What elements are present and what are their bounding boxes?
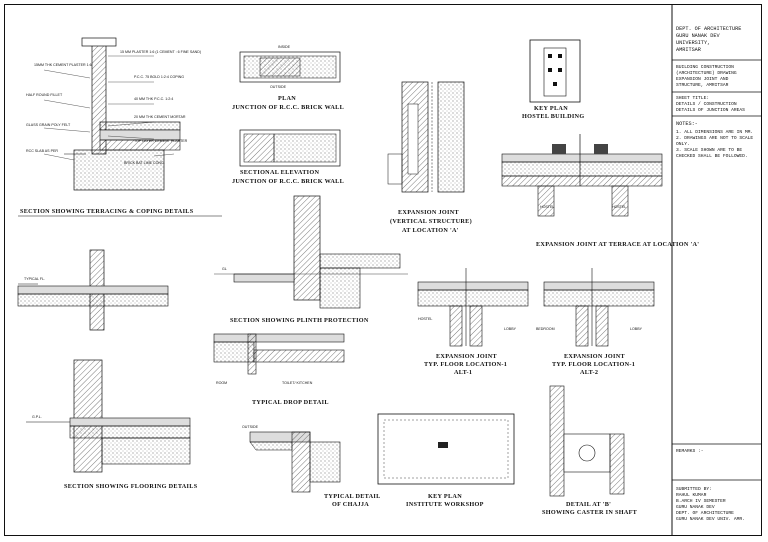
title-block: DEPT. OF ARCHITECTURE GURU NANAK DEV UNI… <box>672 26 762 522</box>
drawing-sheet: 15 MM PLASTER 1:6 (1 CEMENT : 6 FINE SAN… <box>4 4 762 536</box>
svg-text:TYPICAL FL.: TYPICAL FL. <box>24 277 45 281</box>
svg-text:15MM THK CEMENT PLASTER 1:6: 15MM THK CEMENT PLASTER 1:6 <box>34 63 92 67</box>
drawing-canvas: 15 MM PLASTER 1:6 (1 CEMENT : 6 FINE SAN… <box>4 4 762 536</box>
typical-drop-detail: ROOM TOILET/ KITCHEN TYPICAL DROP DETAIL <box>213 333 345 406</box>
svg-text:STRUCTURE, AMRITSAR: STRUCTURE, AMRITSAR <box>676 82 729 88</box>
tb-subject: BUILDING CONSTRUCTION <box>676 64 734 70</box>
svg-text:OUTSIDE: OUTSIDE <box>270 85 287 89</box>
tb-dept: DEPT. OF ARCHITECTURE <box>676 26 741 32</box>
caption-rcc-junction: JUNCTION OF R.C.C. BRICK WALL <box>232 104 344 111</box>
caption-key-plan-workshop: KEY PLAN <box>428 493 462 500</box>
svg-text:OF CHAJJA: OF CHAJJA <box>332 501 369 508</box>
terracing-detail: 15 MM PLASTER 1:6 (1 CEMENT : 6 FINE SAN… <box>18 37 222 217</box>
svg-text:40 MM THK P.C.C. 1:2:4: 40 MM THK P.C.C. 1:2:4 <box>134 97 173 101</box>
svg-text:P.C.C. 75 BOLD 1:2:4 COPING: P.C.C. 75 BOLD 1:2:4 COPING <box>134 75 184 79</box>
svg-text:BEDROOM: BEDROOM <box>536 327 555 331</box>
svg-text:LOBBY: LOBBY <box>630 327 643 331</box>
svg-text:HALF ROUND FILLET: HALF ROUND FILLET <box>26 93 63 97</box>
svg-text:AT LOCATION 'A': AT LOCATION 'A' <box>402 227 459 234</box>
chajja-detail: OUTSIDE TYPICAL DETAIL OF CHAJJA <box>242 425 381 508</box>
svg-text:DETAILS OF JUNCTION AREAS: DETAILS OF JUNCTION AREAS <box>676 107 745 113</box>
svg-text:AMRITSAR: AMRITSAR <box>676 47 701 53</box>
caption-terracing: SECTION SHOWING TERRACING & COPING DETAI… <box>20 208 194 215</box>
svg-text:B.ARCH IV SEMESTER: B.ARCH IV SEMESTER <box>676 498 726 504</box>
svg-text:G.P.L.: G.P.L. <box>32 415 42 419</box>
caption-drop: TYPICAL DROP DETAIL <box>252 399 329 406</box>
svg-text:LOBBY: LOBBY <box>504 327 517 331</box>
flooring-detail: G.P.L. SECTION SHOWING FLOORING DETAILS <box>26 359 198 490</box>
svg-text:(ARCHITECTURE) DRAWING: (ARCHITECTURE) DRAWING <box>676 70 737 76</box>
svg-text:EXPANSION JOINT AND: EXPANSION JOINT AND <box>676 76 729 82</box>
plinth-protection-detail: GL SECTION SHOWING PLINTH PROTECTION <box>214 195 408 324</box>
svg-text:DEPT. OF ARCHITECTURE: DEPT. OF ARCHITECTURE <box>676 510 734 516</box>
svg-text:UNIVERSITY,: UNIVERSITY, <box>676 40 710 46</box>
caption-plinth: SECTION SHOWING PLINTH PROTECTION <box>230 317 369 324</box>
caption-chajja: TYPICAL DETAIL <box>324 493 381 500</box>
caption-flooring: SECTION SHOWING FLOORING DETAILS <box>64 483 198 490</box>
rcc-plan-detail: INSIDE OUTSIDE PLAN JUNCTION OF R.C.C. B… <box>232 45 344 185</box>
tb-note: 1. ALL DIMENSIONS ARE IN MM. <box>676 129 753 135</box>
caption-hostel-building: HOSTEL BUILDING <box>522 113 584 120</box>
exp-joint-floor-alt2: BEDROOM LOBBY EXPANSION JOINT TYP. FLOOR… <box>536 268 655 376</box>
tb-remarks: REMARKS :- <box>676 448 704 454</box>
svg-text:TOILET/ KITCHEN: TOILET/ KITCHEN <box>282 381 313 385</box>
svg-text:RAHUL KUMAR: RAHUL KUMAR <box>676 492 707 498</box>
svg-text:RCC SLAB AS PER: RCC SLAB AS PER <box>26 149 58 153</box>
caption-rcc-junction-2: JUNCTION OF R.C.C. BRICK WALL <box>232 178 344 185</box>
svg-text:TYP. FLOOR LOCATION-1: TYP. FLOOR LOCATION-1 <box>424 361 507 368</box>
svg-text:INSTITUTE WORKSHOP: INSTITUTE WORKSHOP <box>406 501 484 508</box>
svg-text:3. SCALE SHOWN ARE TO BE: 3. SCALE SHOWN ARE TO BE <box>676 147 742 153</box>
caption-detail-b: DETAIL AT 'B' <box>566 501 611 508</box>
svg-text:HOSTEL: HOSTEL <box>540 205 554 209</box>
caption-exp-joint-terrace: EXPANSION JOINT AT TERRACE AT LOCATION '… <box>536 241 699 248</box>
exp-joint-floor-alt1: HOSTEL LOBBY EXPANSION JOINT TYP. FLOOR … <box>417 268 529 376</box>
svg-text:SHOWING CASTER IN SHAFT: SHOWING CASTER IN SHAFT <box>542 509 638 516</box>
svg-text:20 MM THK CEMENT MORTAR: 20 MM THK CEMENT MORTAR <box>134 115 186 119</box>
svg-text:ALT-1: ALT-1 <box>454 369 472 376</box>
tb-notes-heading: NOTES:- <box>676 121 698 127</box>
svg-text:ONLY.: ONLY. <box>676 141 690 147</box>
svg-text:GURU NANAK DEV: GURU NANAK DEV <box>676 504 715 510</box>
caption-exp-joint-a: EXPANSION JOINT <box>398 209 460 216</box>
svg-text:BRICK BAT LIME CONC.: BRICK BAT LIME CONC. <box>124 161 165 165</box>
floor-junction-detail: TYPICAL FL. <box>17 249 169 331</box>
svg-text:TOP LAYER CEMENT PLASTER: TOP LAYER CEMENT PLASTER <box>134 139 188 143</box>
caption-floor-alt1: EXPANSION JOINT <box>436 353 498 360</box>
svg-text:DETAILS / CONSTRUCTION: DETAILS / CONSTRUCTION <box>676 101 737 107</box>
key-plan-hostel: KEY PLAN HOSTEL BUILDING <box>522 39 584 120</box>
svg-text:(VERTICAL STRUCTURE): (VERTICAL STRUCTURE) <box>390 218 472 225</box>
caption-key-plan: KEY PLAN <box>534 105 568 112</box>
svg-text:TYP. FLOOR LOCATION-1: TYP. FLOOR LOCATION-1 <box>552 361 635 368</box>
svg-text:INSIDE: INSIDE <box>278 45 291 49</box>
tb-submitted: SUBMITTED BY: <box>676 486 712 492</box>
detail-b-caster: DETAIL AT 'B' SHOWING CASTER IN SHAFT <box>542 385 638 516</box>
svg-text:HOSTEL: HOSTEL <box>418 317 432 321</box>
svg-text:GL: GL <box>222 267 227 271</box>
svg-text:HOSTEL: HOSTEL <box>612 205 626 209</box>
svg-text:CHECKED SHALL BE FOLLOWED.: CHECKED SHALL BE FOLLOWED. <box>676 153 748 159</box>
caption-floor-alt2: EXPANSION JOINT <box>564 353 626 360</box>
svg-text:OUTSIDE: OUTSIDE <box>242 425 259 429</box>
key-plan-workshop: KEY PLAN INSTITUTE WORKSHOP <box>377 413 515 508</box>
expansion-joint-vertical: EXPANSION JOINT (VERTICAL STRUCTURE) AT … <box>387 81 472 234</box>
expansion-joint-terrace: HOSTEL HOSTEL EXPANSION JOINT AT TERRACE… <box>501 134 699 248</box>
caption-sectional: SECTIONAL ELEVATION <box>240 169 319 176</box>
sheet-border <box>4 4 762 536</box>
svg-text:ALT-2: ALT-2 <box>580 369 598 376</box>
svg-text:GURU NANAK DEV: GURU NANAK DEV <box>676 33 720 39</box>
svg-text:GURU NANAK DEV UNIV. AMR.: GURU NANAK DEV UNIV. AMR. <box>676 516 745 522</box>
svg-text:15 MM PLASTER 1:6 (1 CEMENT :: 15 MM PLASTER 1:6 (1 CEMENT : 6 FINE SAN… <box>120 50 201 54</box>
svg-text:GLASS GRAIN POLY FELT: GLASS GRAIN POLY FELT <box>26 123 71 127</box>
tb-sheet-title: SHEET TITLE: <box>676 95 709 101</box>
caption-plan: PLAN <box>278 95 296 102</box>
svg-text:ROOM: ROOM <box>216 381 227 385</box>
svg-text:2. DRAWINGS ARE NOT TO SCALE: 2. DRAWINGS ARE NOT TO SCALE <box>676 135 753 141</box>
